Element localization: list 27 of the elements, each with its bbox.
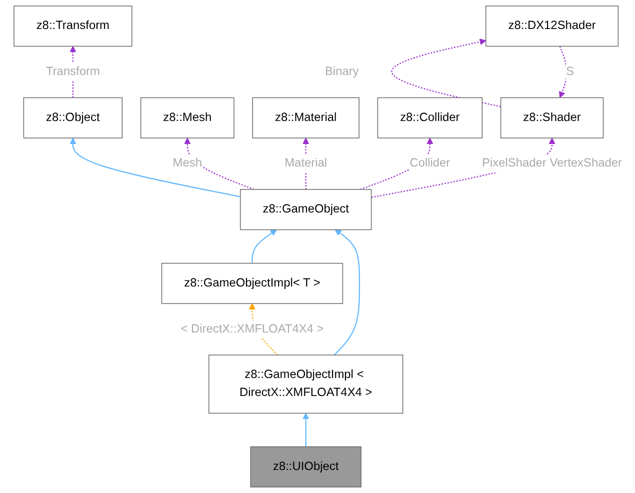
arrow: [302, 412, 309, 447]
arrow: [184, 138, 254, 190]
arrow: [558, 46, 567, 98]
node-box: z8::Collider: [376, 97, 482, 138]
edge-label: < DirectX::XMFLOAT4X4 >: [180, 322, 324, 336]
arrow: [370, 138, 555, 198]
edge-label: Mesh: [172, 157, 202, 170]
node-box: z8::GameObjectImpl < DirectX::XMFLOAT4X4 >: [208, 354, 403, 414]
node-box: z8::Object: [22, 97, 122, 138]
node-box: z8::UIObject: [250, 446, 361, 488]
node-box: z8::Shader: [500, 97, 604, 138]
node-box: z8::Mesh: [140, 97, 234, 138]
node-box: z8::GameObject: [240, 189, 372, 230]
edge-label: PixelShader VertexShader: [482, 157, 622, 170]
edge-label: Material: [284, 157, 327, 170]
edge-label: S: [565, 65, 574, 78]
arrow: [251, 229, 276, 264]
node-box: z8::GameObjectImpl< T >: [160, 262, 343, 304]
arrow: [69, 138, 240, 198]
arrow: [390, 38, 500, 108]
node-box: z8::Transform: [13, 6, 132, 47]
edge-label: Transform: [45, 65, 100, 78]
node-box: z8::Material: [252, 97, 359, 138]
node-box: z8::DX12Shader: [485, 6, 618, 47]
arrow: [333, 229, 360, 356]
edge-label: Collider: [409, 157, 450, 170]
edge-label: Binary: [324, 65, 358, 78]
